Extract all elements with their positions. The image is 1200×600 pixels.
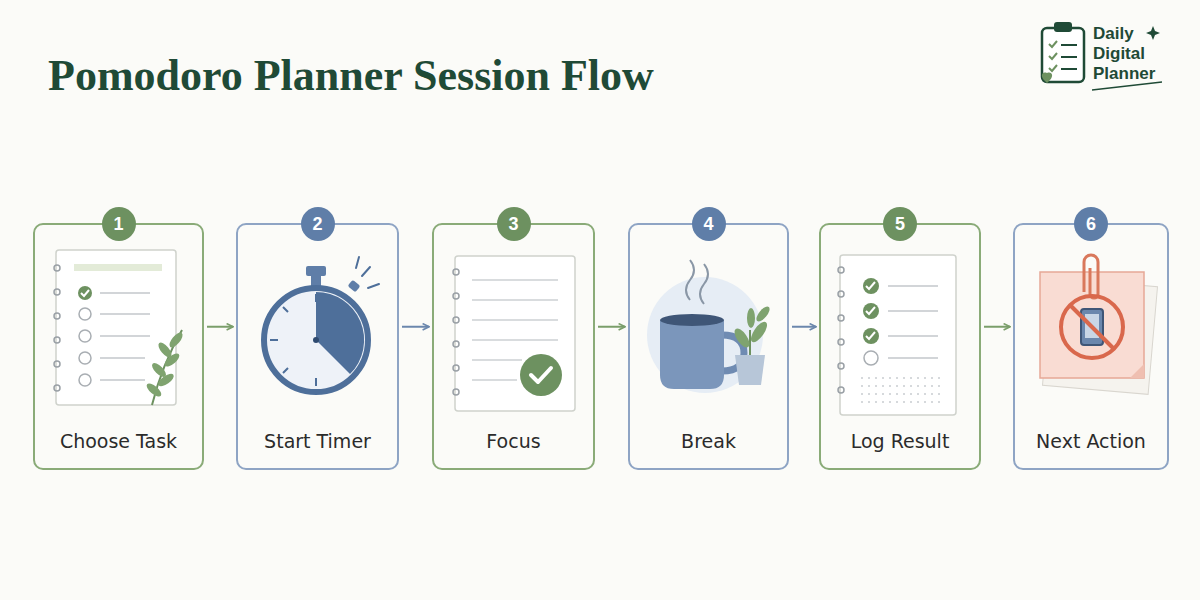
title: Pomodoro Planner Session Flow xyxy=(48,50,654,101)
step-label: Start Timer xyxy=(264,430,371,452)
flow-arrow xyxy=(207,326,233,328)
focus-notebook-icon xyxy=(453,256,575,411)
step-box: 2Start Timer xyxy=(236,223,399,470)
step-box: 6Next Action xyxy=(1013,223,1169,470)
step-box: 4Break xyxy=(628,223,789,470)
checklist-icon xyxy=(54,250,185,405)
step-label: Focus xyxy=(486,430,540,452)
flow-arrow xyxy=(792,326,816,328)
sticky-note-icon xyxy=(1040,255,1158,394)
flow-arrow xyxy=(598,326,625,328)
step-label: Choose Task xyxy=(60,430,177,452)
logo-text: Daily Digital Planner xyxy=(1093,24,1171,84)
stopwatch-icon xyxy=(264,257,379,392)
step-label: Break xyxy=(681,430,736,452)
flow-arrow xyxy=(402,326,429,328)
step-number: 6 xyxy=(1074,207,1108,241)
step-number: 3 xyxy=(497,207,531,241)
step-box: 1Choose Task xyxy=(33,223,204,470)
step-number: 5 xyxy=(883,207,917,241)
step-label: Log Result xyxy=(851,430,950,452)
coffee-break-icon xyxy=(647,260,772,393)
step-label: Next Action xyxy=(1036,430,1146,452)
step-number: 2 xyxy=(301,207,335,241)
flow-arrow xyxy=(984,326,1010,328)
step-number: 4 xyxy=(692,207,726,241)
step-box: 5Log Result xyxy=(819,223,981,470)
step-box: 3Focus xyxy=(432,223,595,470)
log-checklist-icon xyxy=(838,255,956,415)
step-number: 1 xyxy=(102,207,136,241)
